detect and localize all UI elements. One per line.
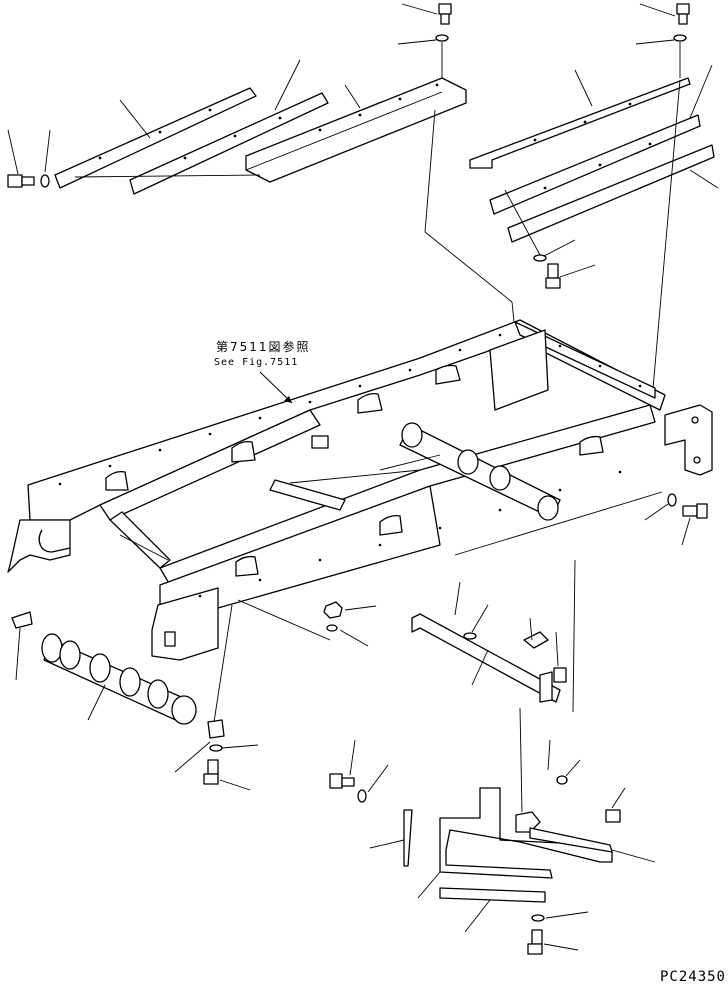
right-middle-bracket bbox=[411, 559, 576, 713]
bottom-guard-assembly bbox=[329, 707, 656, 955]
top-center-bolt bbox=[397, 3, 452, 78]
left-strip-leaders bbox=[74, 59, 361, 178]
left-side-bolt bbox=[7, 129, 51, 188]
loose-roller bbox=[41, 633, 197, 725]
frame-roller bbox=[379, 422, 561, 521]
right-strip-bolt bbox=[504, 189, 596, 289]
top-right-bolt bbox=[635, 3, 690, 78]
reference-label-english: See Fig.7511 bbox=[214, 357, 299, 368]
right-cover-strips bbox=[469, 77, 715, 243]
frame-nut-washer bbox=[237, 599, 377, 647]
small-clip bbox=[11, 611, 33, 681]
right-strip-leaders bbox=[574, 64, 719, 189]
leader-to-frame-center bbox=[424, 109, 436, 233]
right-end-bolt bbox=[454, 491, 708, 556]
main-frame bbox=[7, 319, 713, 661]
reference-label-japanese: 第7511図参照 bbox=[216, 340, 311, 354]
front-lower-bracket bbox=[174, 604, 259, 791]
drawing-code: PC24350 bbox=[659, 969, 726, 985]
leader-to-frame-right bbox=[651, 79, 681, 401]
